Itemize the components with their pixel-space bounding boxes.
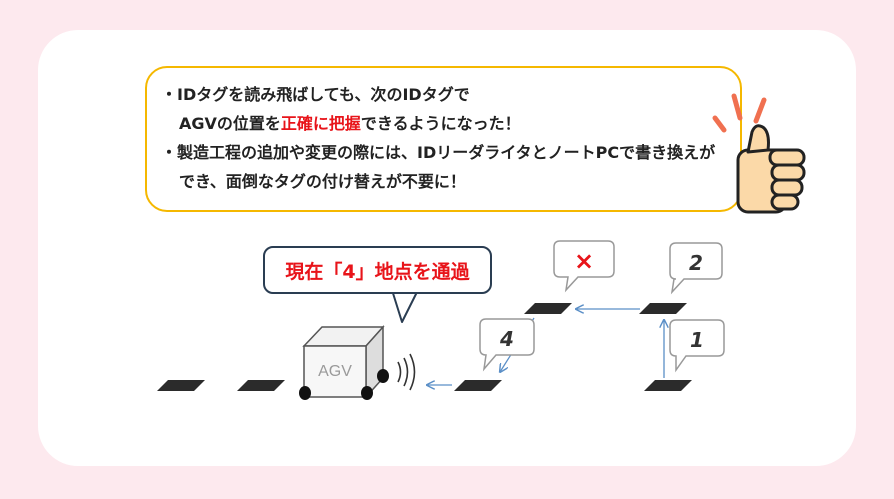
floor-tag (644, 380, 692, 391)
info-line-3: ・製造工程の追加や変更の際には、IDリーダライタとノートPCで書き換えが (161, 143, 716, 162)
svg-text:4: 4 (499, 327, 514, 351)
tag-bubble-4: 4 (479, 318, 535, 372)
info-line-2-post: できるようになった！ (360, 114, 521, 133)
floor-tag (157, 380, 205, 391)
sound-waves-icon (397, 353, 416, 391)
agv-label: AGV (318, 363, 352, 380)
tag-bubble-1: 1 (669, 319, 725, 373)
info-line-4: でき、面倒なタグの付け替えが不要に！ (179, 172, 466, 191)
info-line-1: ・IDタグを読み飛ばしても、次のIDタグで (161, 85, 470, 104)
route-arrows (427, 309, 664, 385)
floor-tag (524, 303, 572, 314)
svg-text:2: 2 (689, 251, 703, 275)
info-line-2-highlight: 正確に把握 (280, 114, 361, 133)
tag-bubble-skipped: × (553, 240, 615, 293)
svg-text:1: 1 (690, 328, 704, 352)
cross-icon: × (574, 247, 594, 275)
floor-tag (639, 303, 687, 314)
agv-wheel (361, 386, 373, 400)
floor-tag (454, 380, 502, 391)
floor-tags (157, 303, 692, 391)
info-line-2: AGVの位置を正確に把握できるようになった！ (161, 109, 726, 138)
info-box: ・IDタグを読み飛ばしても、次のIDタグで AGVの位置を正確に把握できるように… (145, 66, 742, 212)
thumbs-up-icon (712, 93, 806, 214)
agv-wheel (299, 386, 311, 400)
agv-vehicle: AGV (299, 325, 389, 400)
tag-bubble-2: 2 (669, 242, 723, 295)
info-line-2-pre: AGVの位置を (179, 114, 281, 133)
agv-wheel (377, 369, 389, 383)
position-callout: 現在「4」地点を通過 (263, 246, 492, 294)
floor-tag (237, 380, 285, 391)
